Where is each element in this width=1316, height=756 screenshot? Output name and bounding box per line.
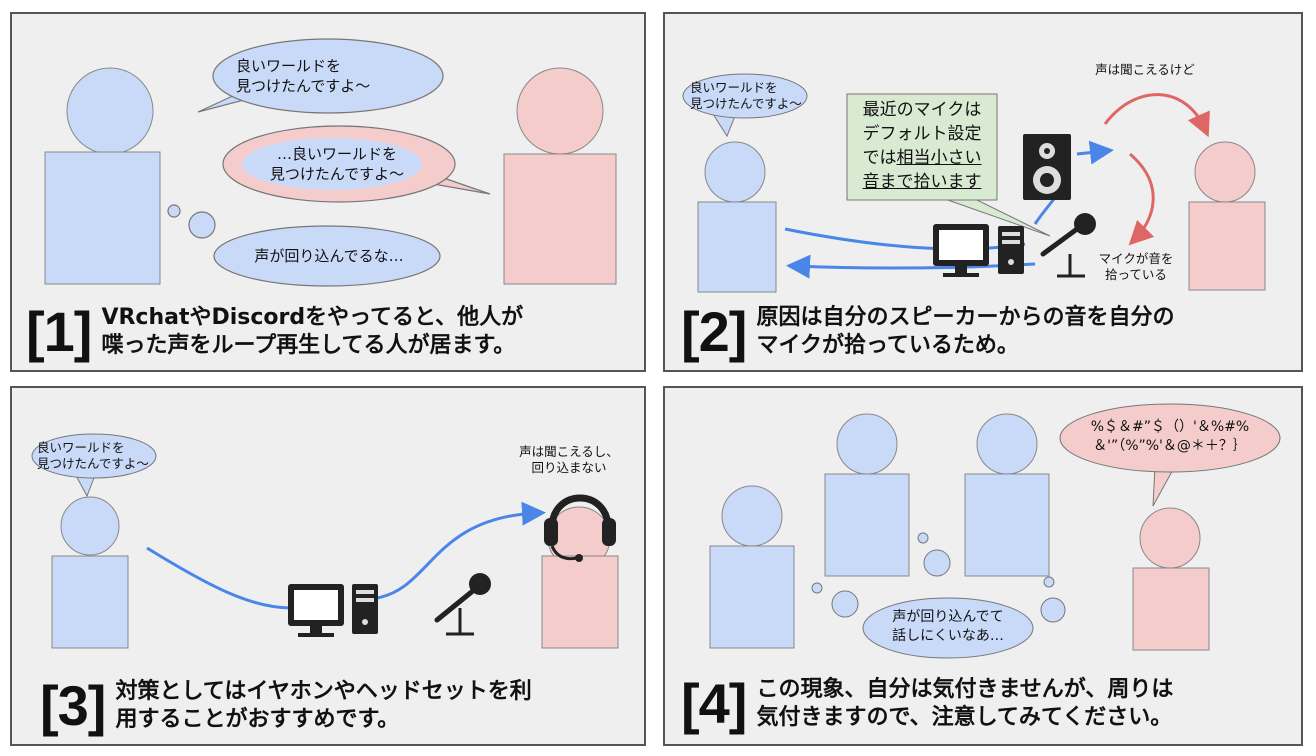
caption-text: 対策としてはイヤホンやヘッドセットを利 用することがおすすめです。 xyxy=(115,678,531,734)
caption-text: この現象、自分は気付きませんが、周りは 気付きますので、注意してみてください。 xyxy=(756,676,1173,732)
blue-person xyxy=(697,141,777,293)
label-headset-line1: 声は聞こえるし、 xyxy=(519,444,619,459)
panel-1: 良いワールドを 見つけたんですよ～ …良いワールドを 見つけたんですよ～ 声が回… xyxy=(10,12,646,372)
bubble-line2: 見つけたんですよ～ xyxy=(37,456,149,471)
microphone-icon xyxy=(434,573,491,636)
bubble-top-text: 良いワールドを 見つけたんですよ～ xyxy=(236,56,416,96)
caption-line1: 原因は自分のスピーカーからの音を自分の xyxy=(756,305,1175,330)
bubble-echo-line2: 見つけたんですよ～ xyxy=(269,165,405,183)
pc-tower-icon xyxy=(998,226,1024,274)
panel-3: 良いワールドを 見つけたんですよ～ 声は聞こえるし、 回り込まない [3] 対策… xyxy=(10,386,646,746)
headset-icon xyxy=(544,494,616,562)
panel-4: %＄＆#”＄（）'＆%#% ＆'”（%”%'＆@＊＋？｝ 声が回り込んでて 話し… xyxy=(663,386,1303,746)
caption-1: [1] VRchatやDiscordをやってると、他人が 喋った声をループ再生し… xyxy=(26,304,523,360)
bubble-line1: 良いワールドを xyxy=(690,80,778,95)
label-headset: 声は聞こえるし、 回り込まない xyxy=(504,444,634,476)
speaker-icon xyxy=(1023,134,1071,200)
bubble-text: 良いワールドを 見つけたんですよ～ xyxy=(690,80,806,112)
caption-text: VRchatやDiscordをやってると、他人が 喋った声をループ再生してる人が… xyxy=(101,304,523,360)
bubble-echo-line1: …良いワールドを xyxy=(276,145,397,163)
monitor-icon xyxy=(933,224,989,277)
pink-person xyxy=(503,67,617,285)
panel-3-art xyxy=(31,433,619,649)
label-headset-line2: 回り込まない xyxy=(531,460,607,475)
label-hear: 声は聞こえるけど xyxy=(1095,62,1195,77)
caption-line1: この現象、自分は気付きませんが、周りは xyxy=(756,677,1174,702)
pink-person xyxy=(541,506,619,649)
note-line4: 音まで拾います xyxy=(849,170,995,194)
blue-person-3 xyxy=(964,413,1050,577)
garbled-text: %＄＆#”＄（）'＆%#% ＆'”（%”%'＆@＊＋？｝ xyxy=(1065,418,1275,456)
caption-line2: マイクが拾っているため。 xyxy=(756,333,1019,358)
bubble-line2: 見つけたんですよ～ xyxy=(690,96,802,111)
note-line3-pre: では xyxy=(862,148,897,168)
note-line2: デフォルト設定 xyxy=(862,124,982,144)
caption-line2: 用することがおすすめです。 xyxy=(115,707,400,732)
note-line3: では相当小さい xyxy=(849,146,995,170)
panel-4-art xyxy=(709,403,1281,659)
panel-1-art xyxy=(44,38,617,287)
pc-tower-icon xyxy=(352,584,378,634)
label-mic: マイクが音を 拾っている xyxy=(1081,251,1191,283)
panel-number: [2] xyxy=(681,300,747,363)
caption-text: 原因は自分のスピーカーからの音を自分の マイクが拾っているため。 xyxy=(756,304,1174,360)
thought-text: 声が回り込んでるな… xyxy=(254,247,404,265)
note-line3-underlined: 相当小さい xyxy=(896,148,982,168)
blue-person xyxy=(44,67,161,285)
blue-person-2 xyxy=(824,413,910,577)
panel-number: [3] xyxy=(40,674,106,737)
thought-bubble xyxy=(811,532,1066,659)
thought-line1: 声が回り込んでて xyxy=(892,609,1004,625)
caption-line2: 喋った声をループ再生してる人が居ます。 xyxy=(101,333,516,358)
pink-person xyxy=(1188,141,1266,291)
speech-bubble xyxy=(31,433,157,498)
speech-bubble-echo xyxy=(222,125,491,203)
caption-4: [4] この現象、自分は気付きませんが、周りは 気付きますので、注意してみてくだ… xyxy=(681,676,1173,732)
garbled-line2: ＆'”（%”%'＆@＊＋？｝ xyxy=(1093,438,1247,454)
bubble-echo-text: …良いワールドを 見つけたんですよ～ xyxy=(252,144,422,184)
caption-line1: 対策としてはイヤホンやヘッドセットを利 xyxy=(115,679,532,704)
note-text: 最近のマイクは デフォルト設定 では相当小さい 音まで拾います xyxy=(849,98,995,194)
thought-bubble xyxy=(167,204,441,287)
thought-text: 声が回り込んでて 話しにくいなあ… xyxy=(868,608,1028,646)
blue-person-1 xyxy=(709,485,795,649)
panel-number: [1] xyxy=(26,300,92,363)
note-line1: 最近のマイクは xyxy=(862,100,982,120)
panel-2: 良いワールドを 見つけたんですよ～ 最近のマイクは デフォルト設定 では相当小さ… xyxy=(663,12,1303,372)
garbled-line1: %＄＆#”＄（）'＆%#% xyxy=(1090,419,1250,435)
panel-2-art xyxy=(682,73,1266,293)
blue-person xyxy=(51,496,129,649)
note-line4-underlined: 音まで拾います xyxy=(862,172,982,192)
bubble-text: 良いワールドを 見つけたんですよ～ xyxy=(37,440,153,472)
speech-bubble-top xyxy=(197,38,444,114)
bubble-top-line1: 良いワールドを xyxy=(236,57,342,75)
caption-2: [2] 原因は自分のスピーカーからの音を自分の マイクが拾っているため。 xyxy=(681,304,1174,360)
bubble-line1: 良いワールドを xyxy=(37,440,125,455)
microphone-icon xyxy=(1040,213,1096,278)
caption-3: [3] 対策としてはイヤホンやヘッドセットを利 用することがおすすめです。 xyxy=(40,678,532,734)
note-callout xyxy=(846,93,1051,237)
caption-line1: VRchatやDiscordをやってると、他人が xyxy=(101,305,524,330)
speech-bubble xyxy=(682,73,808,138)
caption-line2: 気付きますので、注意してみてください。 xyxy=(756,705,1173,730)
label-mic-line1: マイクが音を xyxy=(1098,251,1174,266)
pink-person xyxy=(1132,507,1210,651)
panel-number: [4] xyxy=(681,672,747,735)
label-mic-line2: 拾っている xyxy=(1105,267,1167,282)
garbled-bubble xyxy=(1059,403,1281,507)
bubble-top-line2: 見つけたんですよ～ xyxy=(236,77,371,95)
thought-line2: 話しにくいなあ… xyxy=(892,628,1004,644)
monitor-icon xyxy=(288,584,344,637)
